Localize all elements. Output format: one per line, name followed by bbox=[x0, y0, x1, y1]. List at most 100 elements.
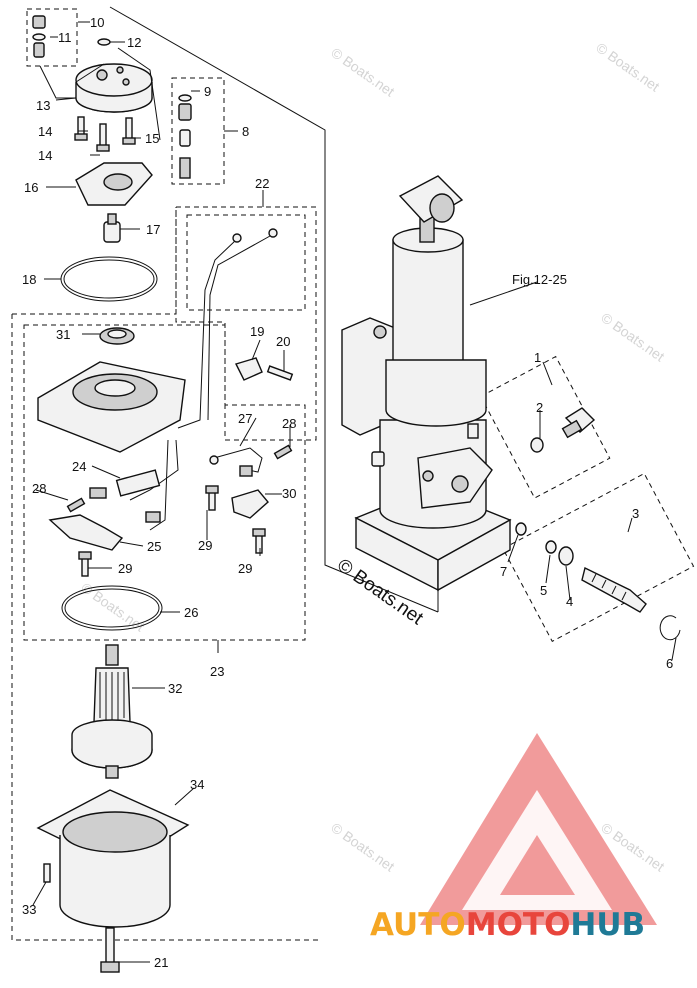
group-box-1 bbox=[480, 355, 611, 499]
watermark: © Boats.net bbox=[598, 309, 667, 364]
callout-12: 12 bbox=[127, 35, 141, 50]
callout-25: 25 bbox=[147, 539, 161, 554]
cylinder-base-front bbox=[437, 518, 511, 592]
part-29-screw bbox=[255, 534, 263, 554]
part-8-valve bbox=[178, 103, 192, 121]
part-16-hole bbox=[103, 173, 133, 191]
group-boxes bbox=[11, 6, 695, 941]
part-29-screw bbox=[81, 557, 89, 577]
callout-8: 8 bbox=[242, 124, 249, 139]
part-14-screw-head bbox=[96, 144, 110, 152]
callout-5: 5 bbox=[540, 583, 547, 598]
part-10-valve bbox=[33, 42, 45, 58]
callout-16: 16 bbox=[24, 180, 38, 195]
leader-lines-pump bbox=[39, 47, 161, 141]
part-13-port bbox=[96, 69, 108, 81]
part-28-spring bbox=[273, 444, 293, 460]
callout-6: 6 bbox=[666, 656, 673, 671]
armature bbox=[71, 644, 153, 779]
motor-end-cap bbox=[37, 327, 294, 631]
part-18-oring bbox=[60, 256, 158, 302]
cylinder-plug bbox=[467, 423, 479, 439]
callout-29-left: 29 bbox=[118, 561, 132, 576]
part-6-circlip bbox=[659, 615, 681, 641]
lead-wires bbox=[129, 228, 278, 531]
part-13-pump-top bbox=[75, 63, 153, 97]
part-15-screw bbox=[125, 117, 133, 141]
part-5-oring bbox=[545, 540, 557, 554]
part-24-brush bbox=[89, 487, 107, 499]
part-7-oring bbox=[515, 522, 527, 536]
group-box-22-inner bbox=[186, 214, 306, 311]
callout-leaders-middle bbox=[32, 90, 291, 963]
callout-20: 20 bbox=[276, 334, 290, 349]
part-1-plug-thread bbox=[561, 419, 583, 439]
part-29-screw-head bbox=[252, 528, 266, 537]
callouts: 10 11 12 13 14 14 15 16 17 18 9 8 22 19 … bbox=[22, 15, 673, 970]
part-34-can bbox=[59, 835, 171, 928]
group-box-23 bbox=[23, 324, 306, 641]
part-15-screw-head bbox=[122, 137, 136, 145]
part-26-oring-inner bbox=[64, 588, 160, 628]
part-22-wire bbox=[177, 239, 237, 429]
part-3-valve-thread bbox=[591, 573, 627, 601]
fig-ref-leader bbox=[109, 6, 439, 613]
tilt-cylinder bbox=[341, 175, 512, 592]
callout-28-left: 28 bbox=[32, 481, 46, 496]
part-27-terminal bbox=[209, 455, 219, 465]
callout-30: 30 bbox=[282, 486, 296, 501]
callout-27: 27 bbox=[238, 411, 252, 426]
part-22-wire bbox=[207, 235, 271, 421]
part-29-screw-head bbox=[78, 551, 92, 560]
group-box-8 bbox=[171, 77, 225, 185]
part-9-oring bbox=[178, 94, 192, 102]
part-34-opening bbox=[62, 811, 168, 853]
part-19-clamp bbox=[235, 357, 263, 381]
part-4-oring bbox=[558, 546, 574, 566]
callout-7: 7 bbox=[500, 564, 507, 579]
callout-13: 13 bbox=[36, 98, 50, 113]
callout-2: 2 bbox=[536, 400, 543, 415]
part-27-wire bbox=[213, 447, 263, 473]
part-13-port bbox=[122, 78, 130, 86]
part-14-screw-head bbox=[74, 133, 88, 141]
part-20-screw bbox=[266, 365, 294, 381]
part-17-shaft bbox=[107, 213, 117, 225]
part-31-bearing-inner bbox=[107, 329, 127, 339]
watermark: © Boats.net bbox=[328, 44, 397, 99]
callout-leaders-left bbox=[44, 21, 141, 280]
cylinder-eye bbox=[398, 175, 464, 223]
part-8-pin bbox=[179, 129, 191, 147]
part-17-coupling bbox=[103, 221, 121, 243]
part-32-shaft bbox=[105, 644, 119, 666]
logo-triangle-core bbox=[500, 835, 575, 895]
callout-4: 4 bbox=[566, 594, 573, 609]
callout-28-right: 28 bbox=[282, 416, 296, 431]
callout-24: 24 bbox=[72, 459, 86, 474]
part-26-oring bbox=[61, 585, 163, 631]
part-2-oring bbox=[530, 437, 544, 453]
part-10-cap bbox=[32, 15, 46, 29]
part-23-wire bbox=[129, 439, 179, 501]
logo-wordmark: AUTOMOTOHUB bbox=[370, 907, 645, 943]
part-27-brush bbox=[239, 465, 253, 477]
callout-26: 26 bbox=[184, 605, 198, 620]
fig-reference: Fig.12-25 bbox=[512, 272, 567, 287]
callout-3: 3 bbox=[632, 506, 639, 521]
callout-1: 1 bbox=[534, 350, 541, 365]
callout-33: 33 bbox=[22, 902, 36, 917]
logo-auto-text: AUTO bbox=[370, 907, 466, 943]
part-12-oring bbox=[97, 38, 111, 46]
callout-15: 15 bbox=[145, 131, 159, 146]
logo-moto-text: MOTO bbox=[466, 907, 571, 943]
part-22-terminal bbox=[268, 228, 278, 238]
automotohub-logo: AUTOMOTOHUB bbox=[370, 733, 657, 943]
part-32-shaft-end bbox=[105, 765, 119, 779]
part-30-holder bbox=[231, 489, 269, 519]
pump-head bbox=[32, 15, 192, 302]
cylinder-collar bbox=[385, 359, 487, 427]
part-14-screw bbox=[99, 123, 107, 147]
callout-leaders bbox=[32, 21, 677, 963]
part-13-port bbox=[116, 66, 124, 74]
